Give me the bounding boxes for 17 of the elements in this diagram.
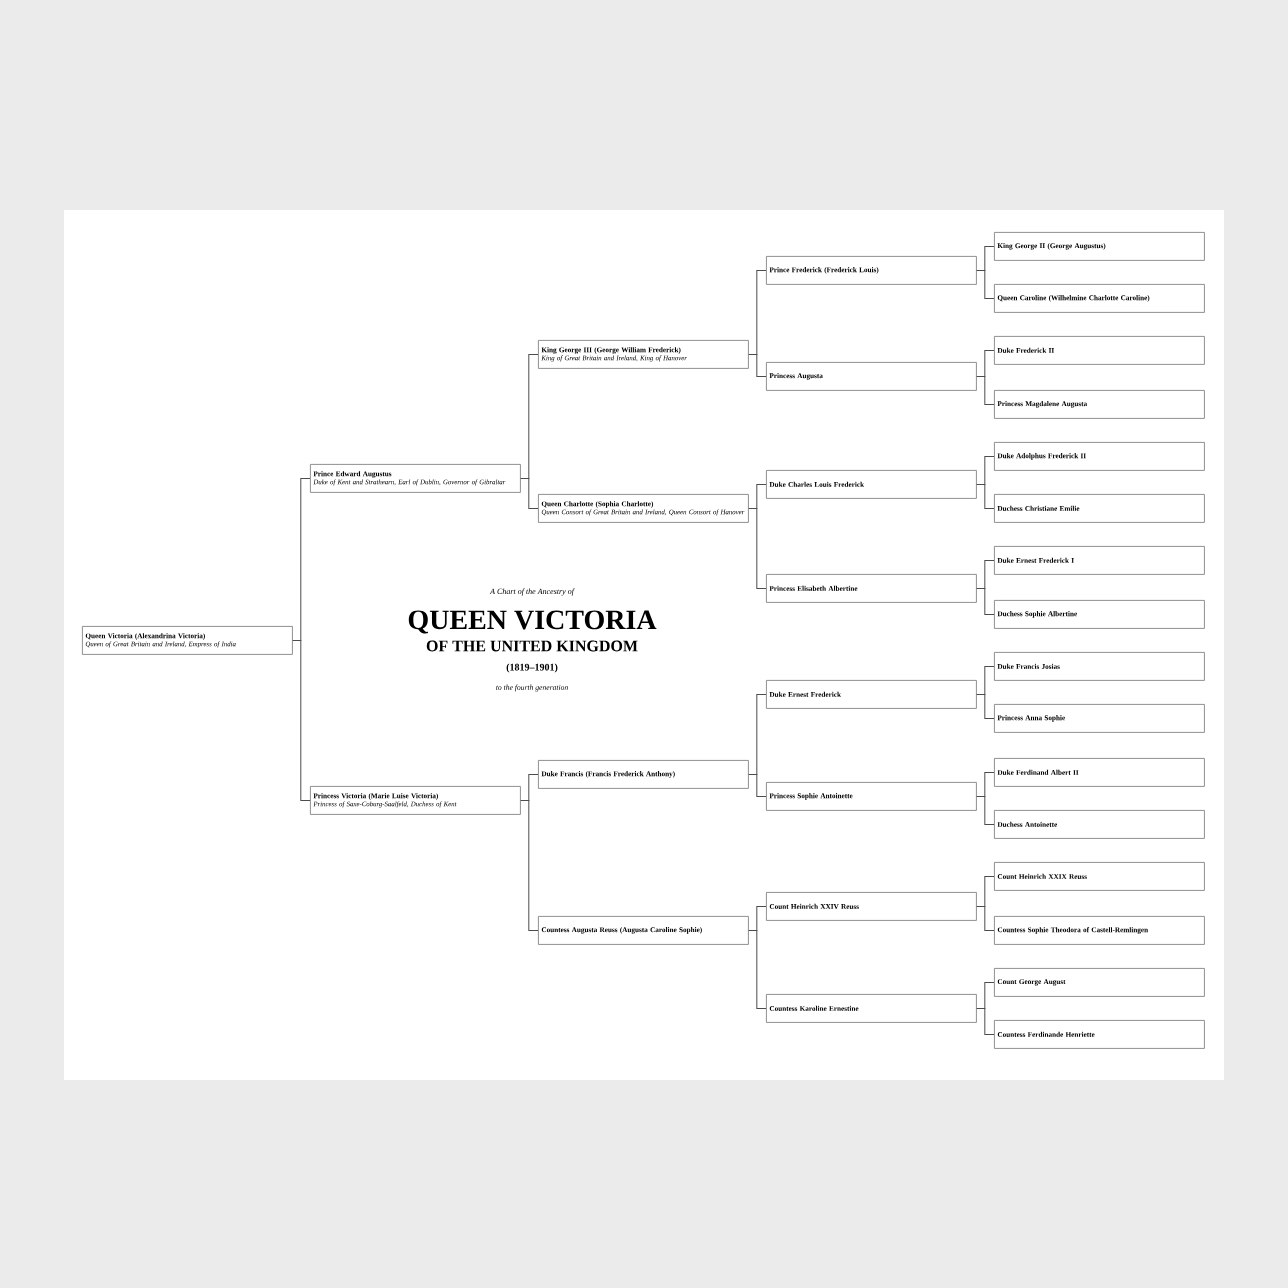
bracket-line [976, 905, 995, 931]
title-text: OF THE UNITED KINGDOM [426, 640, 638, 652]
bracket-line [976, 375, 995, 405]
bracket-line [748, 773, 767, 797]
bracket-line [976, 693, 995, 719]
bracket-line [976, 795, 995, 825]
bracket-line [976, 1007, 995, 1035]
bracket-line [520, 799, 539, 931]
bracket-line [748, 353, 767, 377]
bracket-line [976, 269, 995, 299]
bracket-line [520, 477, 539, 509]
bracket-line [292, 639, 311, 801]
bracket-line [748, 507, 767, 589]
bracket-line [748, 929, 767, 1009]
bracket-line [976, 587, 995, 615]
title-text: QUEEN VICTORIA [408, 610, 657, 634]
bracket-line [976, 483, 995, 509]
